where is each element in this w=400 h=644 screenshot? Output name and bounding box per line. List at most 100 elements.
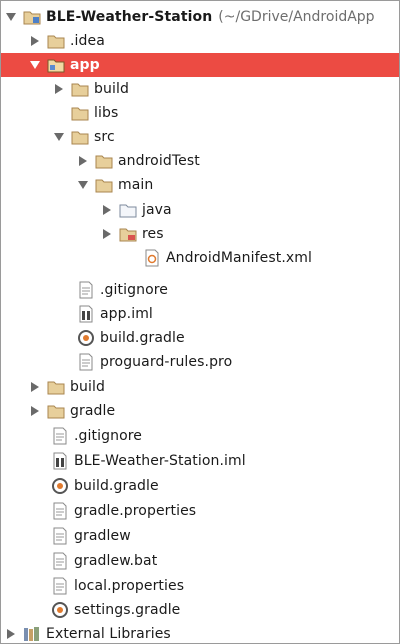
tree-item-root-gitignore[interactable]: .gitignore: [1, 424, 399, 448]
tree-item-src[interactable]: src: [1, 125, 399, 149]
tree-item-label: build: [94, 81, 129, 97]
tree-item-app-iml[interactable]: app.iml: [1, 302, 399, 326]
tree-item-root-build-gradle[interactable]: build.gradle: [1, 474, 399, 498]
tree-item-label: main: [118, 177, 154, 193]
tree-item-settings-gradle[interactable]: settings.gradle: [1, 598, 399, 622]
tree-item-gradle[interactable]: gradle: [1, 399, 399, 423]
collapsed-arrow-icon[interactable]: [29, 375, 41, 399]
tree-item-label: src: [94, 129, 115, 145]
arrow-placeholder: [33, 499, 45, 523]
collapsed-arrow-icon[interactable]: [53, 77, 65, 101]
tree-item-label: settings.gradle: [74, 602, 181, 618]
tree-item-gradlew[interactable]: gradlew: [1, 524, 399, 548]
tree-item-app-gitignore[interactable]: .gitignore: [1, 278, 399, 302]
tree-item-app-build[interactable]: build: [1, 77, 399, 101]
tree-item-label: .idea: [70, 33, 105, 49]
arrow-placeholder: [33, 549, 45, 573]
arrow-placeholder: [33, 424, 45, 448]
properties-file-icon: [51, 577, 69, 595]
tree-item-label: app.iml: [100, 306, 153, 322]
resource-folder-icon: [119, 225, 137, 243]
tree-item-app[interactable]: app: [1, 53, 399, 77]
tree-item-label: AndroidManifest.xml: [166, 250, 313, 266]
text-file-icon: [77, 281, 95, 299]
folder-icon: [95, 152, 113, 170]
tree-item-idea[interactable]: .idea: [1, 29, 399, 53]
gradle-file-icon: [51, 477, 69, 495]
folder-icon: [47, 32, 65, 50]
folder-icon: [71, 80, 89, 98]
collapsed-arrow-icon[interactable]: [101, 198, 113, 222]
tree-item-external-libraries[interactable]: External Libraries: [1, 622, 399, 643]
expand-arrow-icon[interactable]: [5, 5, 17, 29]
arrow-placeholder: [33, 598, 45, 622]
tree-item-label: local.properties: [74, 578, 185, 594]
tree-item-gradlew-bat[interactable]: gradlew.bat: [1, 549, 399, 573]
properties-file-icon: [51, 502, 69, 520]
library-icon: [23, 625, 41, 643]
tree-item-libs[interactable]: libs: [1, 101, 399, 125]
text-file-icon: [51, 427, 69, 445]
tree-item-root-iml[interactable]: BLE-Weather-Station.iml: [1, 449, 399, 473]
tree-item-androidtest[interactable]: androidTest: [1, 149, 399, 173]
gradle-file-icon: [77, 329, 95, 347]
expand-arrow-icon[interactable]: [53, 125, 65, 149]
tree-item-label: build.gradle: [74, 478, 159, 494]
text-file-icon: [51, 527, 69, 545]
tree-item-label: BLE-Weather-Station.iml: [74, 453, 246, 469]
root-path: (~/GDrive/AndroidApp: [218, 9, 375, 25]
tree-item-label: java: [142, 202, 172, 218]
tree-item-label: res: [142, 226, 164, 242]
tree-item-label: .gitignore: [74, 428, 142, 444]
tree-item-androidmanifest[interactable]: AndroidManifest.xml: [1, 246, 399, 270]
arrow-placeholder: [33, 474, 45, 498]
tree-item-label: build: [70, 379, 105, 395]
collapsed-arrow-icon[interactable]: [29, 399, 41, 423]
arrow-placeholder: [125, 246, 137, 270]
tree-item-label: androidTest: [118, 153, 200, 169]
tree-item-label: build.gradle: [100, 330, 185, 346]
module-folder-icon: [47, 56, 65, 74]
tree-item-proguard[interactable]: proguard-rules.pro: [1, 350, 399, 374]
gradle-file-icon: [51, 601, 69, 619]
text-file-icon: [77, 353, 95, 371]
iml-file-icon: [51, 452, 69, 470]
arrow-placeholder: [59, 326, 71, 350]
collapsed-arrow-icon[interactable]: [29, 29, 41, 53]
tree-item-main[interactable]: main: [1, 173, 399, 197]
tree-item-java[interactable]: java: [1, 198, 399, 222]
tree-item-label: proguard-rules.pro: [100, 354, 233, 370]
tree-item-root-build[interactable]: build: [1, 375, 399, 399]
collapsed-arrow-icon[interactable]: [5, 622, 17, 643]
arrow-placeholder: [53, 101, 65, 125]
tree-item-res[interactable]: res: [1, 222, 399, 246]
source-folder-icon: [119, 201, 137, 219]
arrow-placeholder: [59, 278, 71, 302]
folder-icon: [71, 104, 89, 122]
arrow-placeholder: [33, 449, 45, 473]
arrow-placeholder: [59, 302, 71, 326]
tree-root[interactable]: BLE-Weather-Station (~/GDrive/AndroidApp: [1, 5, 399, 29]
tree-item-local-properties[interactable]: local.properties: [1, 574, 399, 598]
tree-item-label: app: [70, 57, 100, 73]
root-label: BLE-Weather-Station: [46, 9, 213, 25]
text-file-icon: [51, 552, 69, 570]
tree-item-label: gradle.properties: [74, 503, 197, 519]
arrow-placeholder: [33, 524, 45, 548]
xml-file-icon: [143, 249, 161, 267]
arrow-placeholder: [59, 350, 71, 374]
folder-icon: [47, 402, 65, 420]
tree-item-label: gradle: [70, 403, 116, 419]
tree-item-label: External Libraries: [46, 626, 171, 642]
folder-icon: [47, 378, 65, 396]
tree-item-gradle-properties[interactable]: gradle.properties: [1, 499, 399, 523]
collapsed-arrow-icon[interactable]: [77, 149, 89, 173]
folder-icon: [95, 176, 113, 194]
expand-arrow-icon[interactable]: [77, 173, 89, 197]
expand-arrow-icon[interactable]: [29, 53, 41, 77]
collapsed-arrow-icon[interactable]: [101, 222, 113, 246]
tree-item-label: libs: [94, 105, 119, 121]
project-folder-icon: [23, 8, 41, 26]
tree-item-app-build-gradle[interactable]: build.gradle: [1, 326, 399, 350]
